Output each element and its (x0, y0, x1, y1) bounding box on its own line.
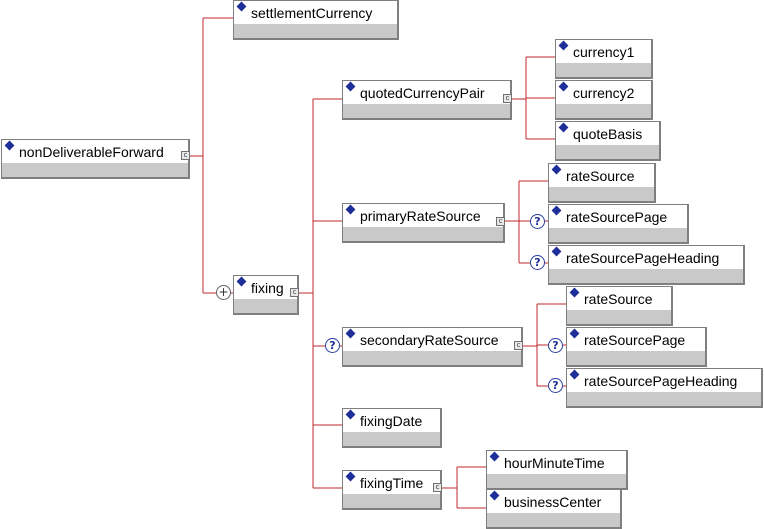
node-label: rateSourcePageHeading (566, 250, 720, 266)
node-rate-source-page-heading-primary[interactable]: rateSourcePageHeading (548, 245, 745, 285)
node-label: rateSourcePageHeading (584, 373, 738, 389)
node-fixing-date[interactable]: fixingDate (342, 408, 442, 448)
node-quoted-currency-pair[interactable]: quotedCurrencyPair (342, 80, 512, 120)
optional-question-icon: ? (530, 214, 545, 229)
node-primary-rate-source[interactable]: primaryRateSource (342, 203, 505, 243)
node-label: fixingTime (360, 475, 424, 491)
node-rate-source-page-heading-secondary[interactable]: rateSourcePageHeading (566, 368, 763, 408)
node-rate-source-secondary[interactable]: rateSource (566, 286, 673, 326)
node-label: quotedCurrencyPair (360, 85, 485, 101)
node-label: currency2 (573, 85, 635, 101)
optional-question-icon: ? (548, 338, 563, 353)
node-label: nonDeliverableForward (19, 144, 164, 160)
node-secondary-rate-source[interactable]: secondaryRateSource (342, 327, 523, 367)
node-label: currency1 (573, 44, 635, 60)
node-fixing-time[interactable]: fixingTime (342, 470, 442, 510)
node-rate-source-page-primary[interactable]: rateSourcePage (548, 204, 689, 244)
sequence-icon: c (496, 217, 505, 226)
sequence-icon: c (290, 288, 299, 297)
node-label: fixingDate (360, 413, 423, 429)
node-fixing[interactable]: fixing (233, 275, 299, 315)
optional-question-icon: ? (548, 378, 563, 393)
sequence-icon: c (433, 483, 442, 492)
sequence-icon: c (503, 94, 512, 103)
node-label: fixing (251, 280, 284, 296)
node-label: rateSourcePage (566, 209, 668, 225)
node-currency1[interactable]: currency1 (555, 39, 653, 79)
node-settlement-currency[interactable]: settlementCurrency (233, 0, 399, 40)
node-currency2[interactable]: currency2 (555, 80, 653, 120)
node-label: rateSource (566, 168, 635, 184)
sequence-icon: c (181, 151, 190, 160)
node-rate-source-primary[interactable]: rateSource (548, 163, 656, 203)
node-non-deliverable-forward[interactable]: nonDeliverableForward (1, 139, 190, 179)
node-label: hourMinuteTime (504, 455, 605, 471)
node-business-center[interactable]: businessCenter (486, 489, 622, 529)
node-quote-basis[interactable]: quoteBasis (555, 121, 661, 161)
node-label: quoteBasis (573, 126, 643, 142)
node-label: businessCenter (504, 494, 602, 510)
node-label: settlementCurrency (251, 5, 373, 21)
node-label: rateSourcePage (584, 332, 686, 348)
expand-plus-icon[interactable]: + (216, 285, 231, 300)
node-label: rateSource (584, 291, 653, 307)
node-rate-source-page-secondary[interactable]: rateSourcePage (566, 327, 707, 367)
sequence-icon: c (514, 341, 523, 350)
node-hour-minute-time[interactable]: hourMinuteTime (486, 450, 628, 490)
optional-question-icon: ? (530, 255, 545, 270)
node-label: secondaryRateSource (360, 332, 499, 348)
node-label: primaryRateSource (360, 208, 481, 224)
optional-question-icon: ? (325, 338, 340, 353)
